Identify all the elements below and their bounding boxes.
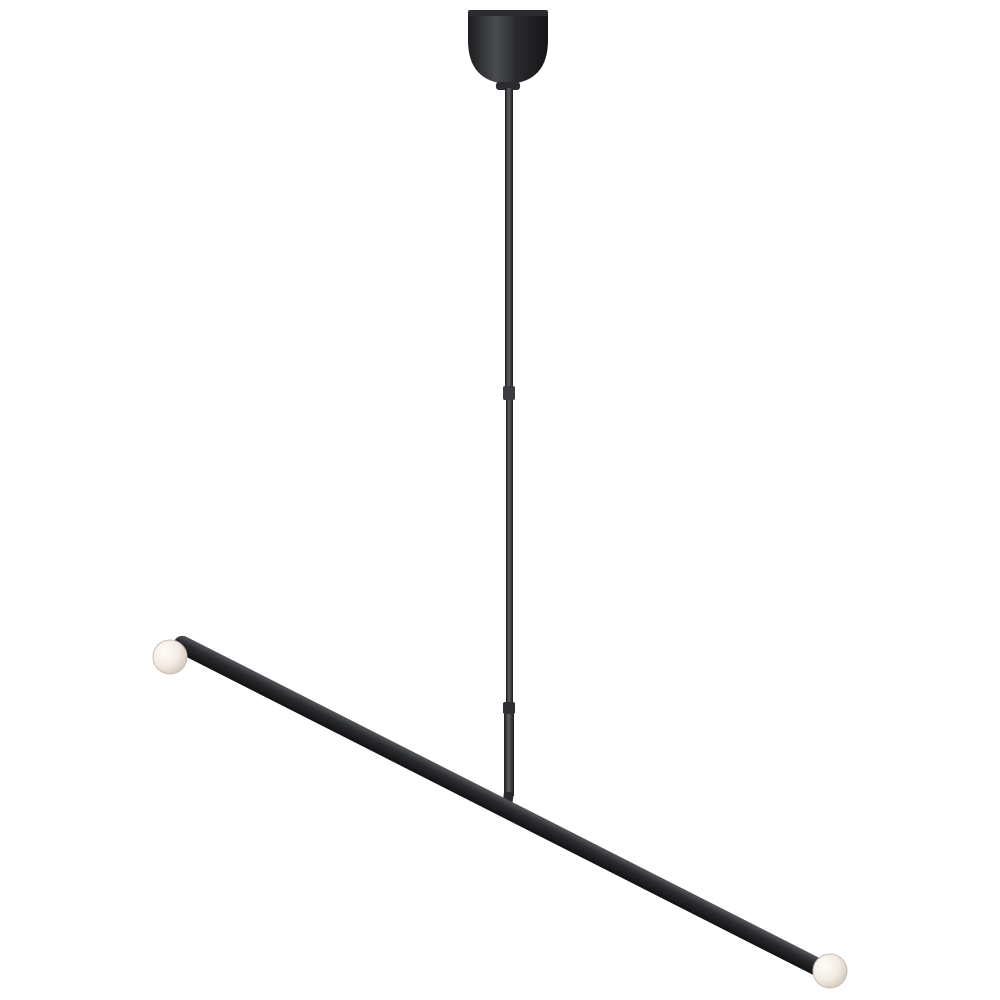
right-globe-bulb — [812, 953, 848, 989]
left-globe-bulb — [152, 639, 188, 675]
ceiling-canopy — [468, 10, 548, 90]
downrod — [502, 88, 515, 810]
horizontal-arm — [173, 635, 843, 985]
